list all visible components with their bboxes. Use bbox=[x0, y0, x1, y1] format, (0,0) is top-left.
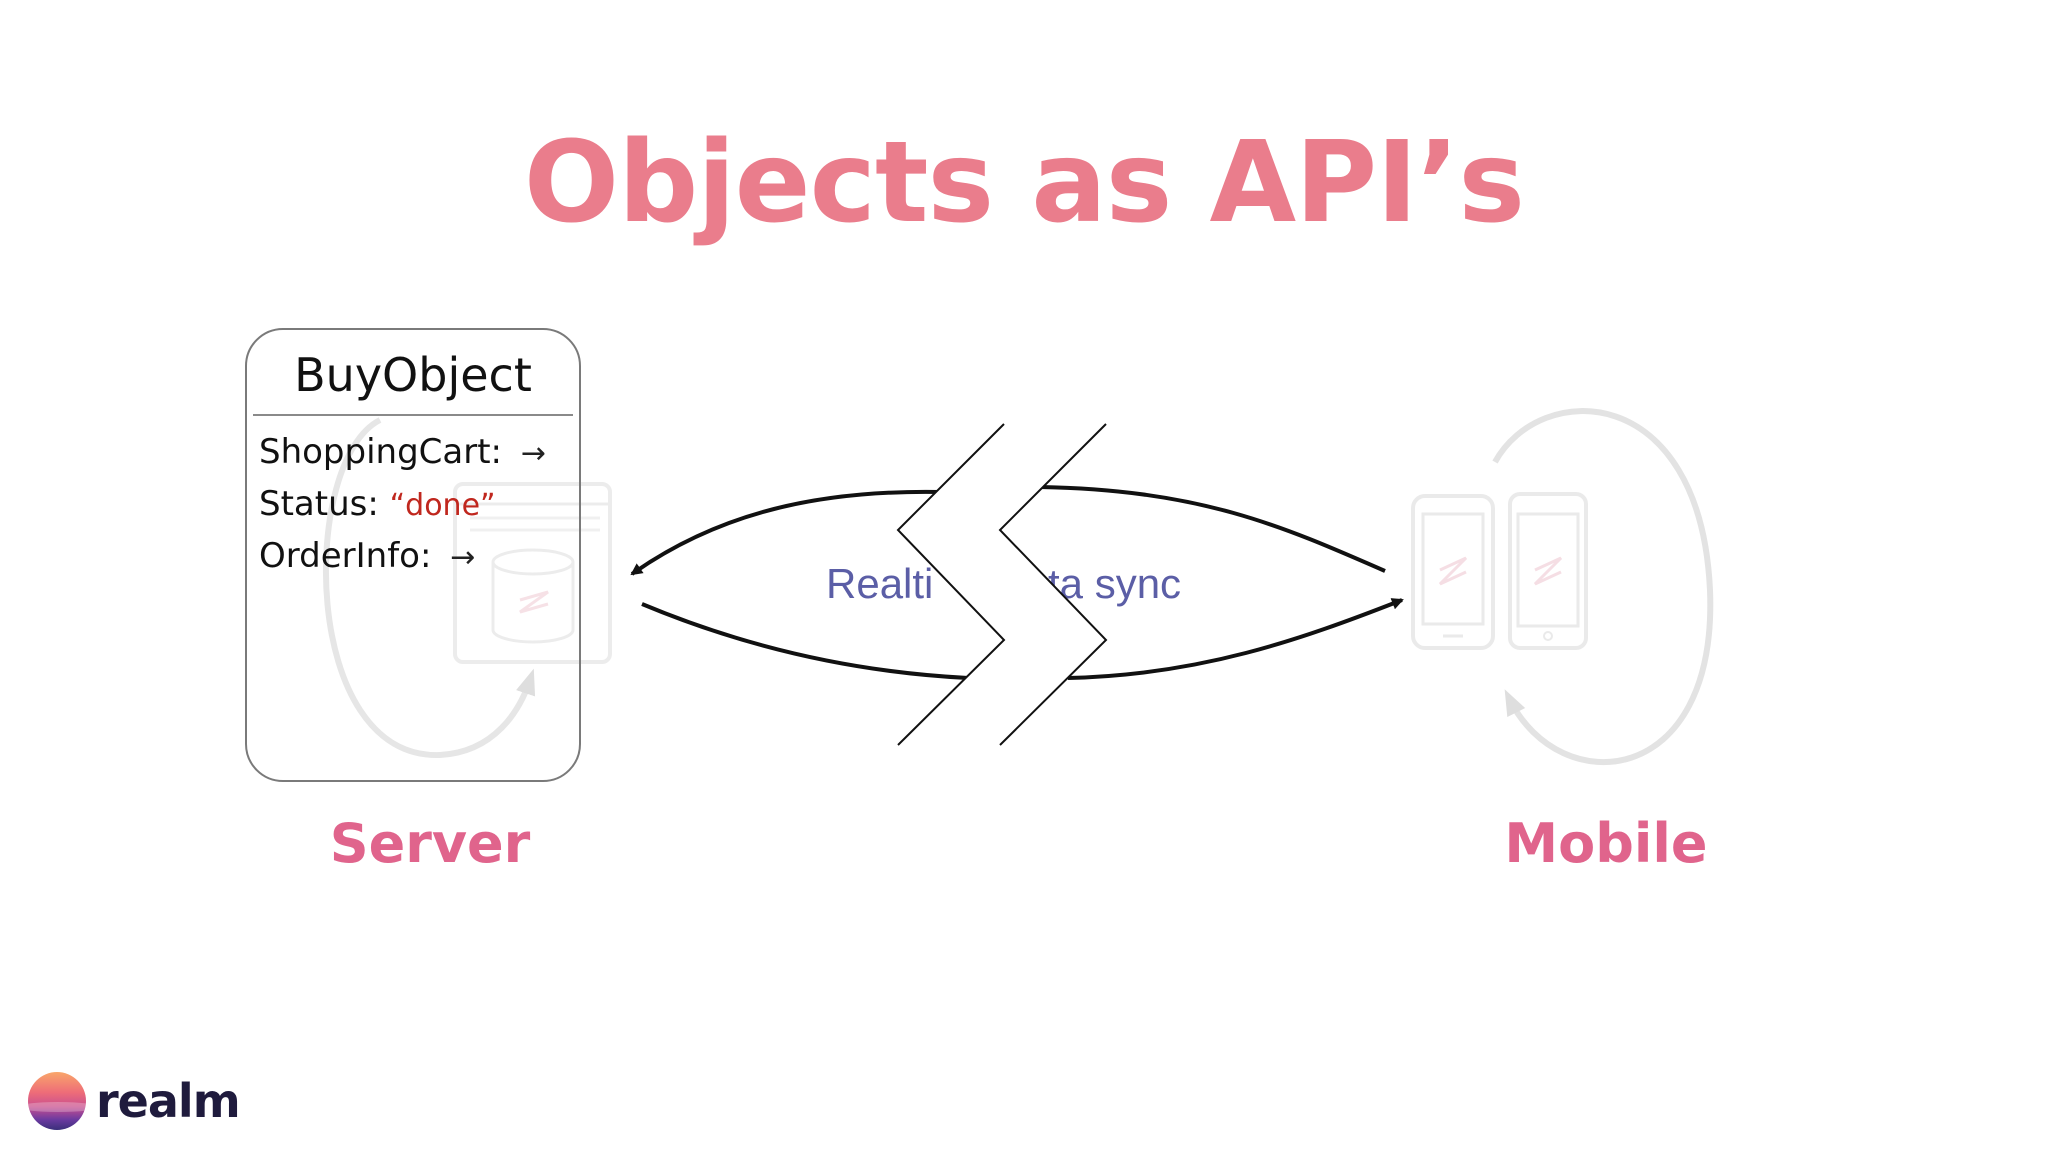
server-loop-icon bbox=[323, 417, 536, 759]
sync-arrow-to-server bbox=[630, 485, 1386, 576]
server-database-icon bbox=[453, 482, 612, 664]
server-label: Server bbox=[329, 812, 531, 875]
field-label: Status: bbox=[259, 484, 379, 524]
reference-arrow-icon: → bbox=[520, 436, 546, 471]
object-divider bbox=[253, 414, 573, 416]
object-field-shopping-cart: ShoppingCart: → bbox=[259, 432, 546, 472]
object-field-order-info: OrderInfo: → bbox=[259, 536, 475, 576]
field-value: “done” bbox=[389, 488, 496, 523]
sync-label-left: Realti bbox=[826, 560, 933, 607]
field-label: ShoppingCart: bbox=[259, 432, 503, 472]
buy-object-card: BuyObject ShoppingCart: → Status: “done”… bbox=[245, 328, 581, 782]
mobile-loop-icon bbox=[1492, 408, 1714, 766]
field-label: OrderInfo: bbox=[259, 536, 432, 576]
object-field-status: Status: “done” bbox=[259, 484, 496, 524]
mobile-phones-icon bbox=[1411, 492, 1588, 650]
realm-logo-icon bbox=[28, 1072, 86, 1130]
realm-logo-text: realm bbox=[96, 1074, 241, 1128]
network-break-icon bbox=[896, 423, 1108, 746]
sync-arrow-to-mobile bbox=[641, 598, 1404, 680]
reference-arrow-icon: → bbox=[450, 540, 476, 575]
realm-logo: realm bbox=[28, 1070, 241, 1132]
slide-title: Objects as API’s bbox=[523, 118, 1525, 248]
sync-label-right: ta sync bbox=[1048, 560, 1181, 607]
object-name: BuyObject bbox=[294, 348, 532, 402]
mobile-label: Mobile bbox=[1504, 812, 1708, 875]
